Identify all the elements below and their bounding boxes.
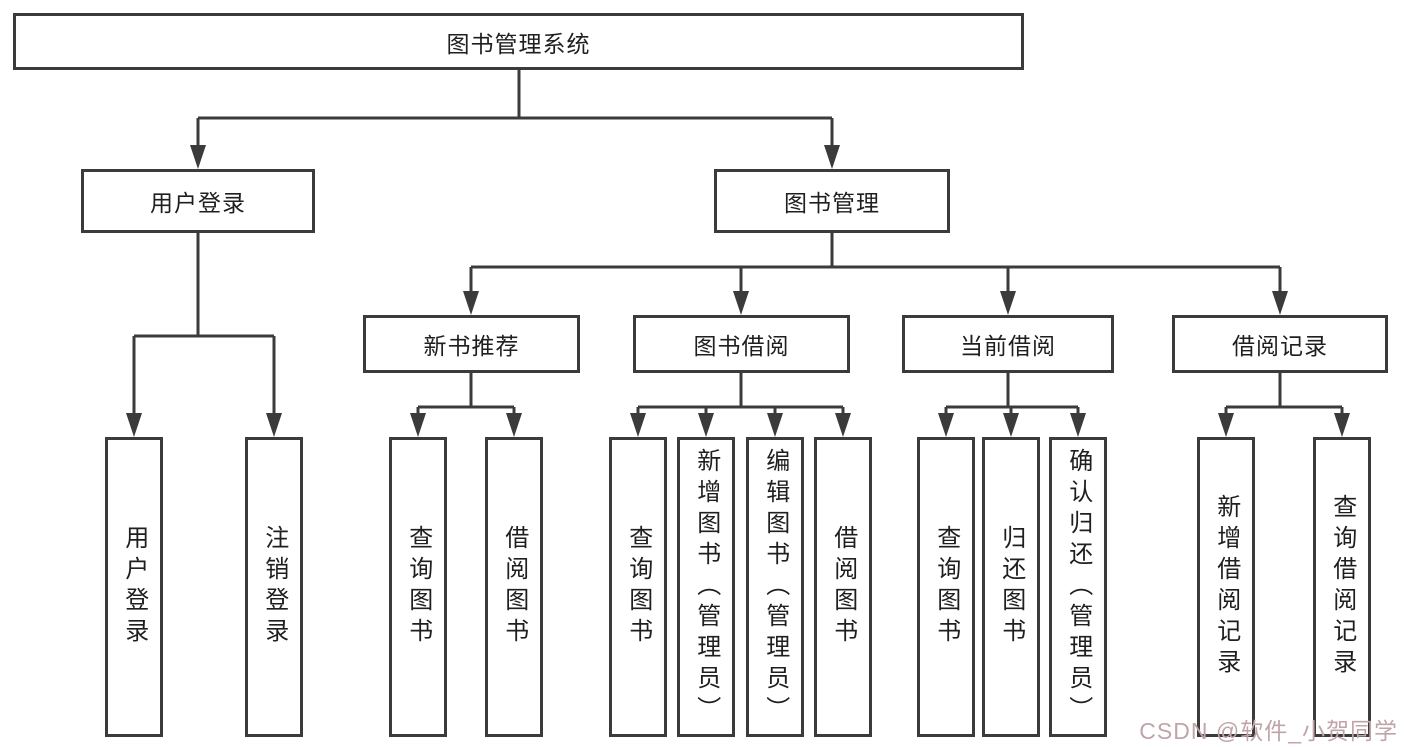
leaf-user-login: 用户登录 [105,437,163,737]
arrowhead [698,413,714,437]
arrowhead [126,413,142,437]
node-label: 查询图书 [932,525,960,649]
leaf-borrowing-query-books: 查询图书 [609,437,667,737]
node-borrowing-records: 借阅记录 [1172,315,1388,373]
leaf-borrowing-edit-books-admin: 编辑图书（管理员） [746,437,804,737]
arrowhead [1003,413,1019,437]
connector-new-book-children [410,373,522,437]
node-label: 图书管理 [784,190,880,216]
arrowhead [1070,413,1086,437]
node-label: 查询借阅记录 [1328,494,1356,680]
arrowhead [1272,291,1288,315]
node-label: 注销登录 [260,525,288,649]
leaf-records-query-borrow-record: 查询借阅记录 [1313,437,1371,737]
leaf-current-confirm-return-admin: 确认归还（管理员） [1049,437,1107,737]
node-label: 借阅图书 [829,525,857,649]
node-label: 归还图书 [997,525,1025,649]
connector-book-borrow-children [630,373,851,437]
node-new-book-recommend: 新书推荐 [363,315,580,373]
arrowhead [733,291,749,315]
leaf-borrowing-borrow-books: 借阅图书 [814,437,872,737]
connector-current-borrow-children [938,373,1086,437]
node-label: 图书管理系统 [446,30,591,57]
arrowhead [835,413,851,437]
node-label: 当前借阅 [960,333,1056,359]
leaf-records-add-borrow-record: 新增借阅记录 [1197,437,1255,737]
arrowhead [630,413,646,437]
node-library-management-system: 图书管理系统 [13,13,1024,70]
connector-book-mgmt-to-level3 [463,233,1288,315]
csdn-watermark: CSDN @软件_小贺同学 [1139,718,1398,744]
arrowhead [1334,413,1350,437]
node-label: 借阅图书 [500,525,528,649]
arrowhead [824,145,840,169]
node-user-login: 用户登录 [81,169,315,233]
node-current-borrowing: 当前借阅 [902,315,1114,373]
arrowhead [410,413,426,437]
leaf-logout-login: 注销登录 [245,437,303,737]
arrowhead [266,413,282,437]
node-label: 用户登录 [120,525,148,649]
node-book-borrowing: 图书借阅 [633,315,850,373]
leaf-newbook-query-books: 查询图书 [389,437,447,737]
node-label: 编辑图书（管理员） [761,447,789,727]
arrowhead [1000,291,1016,315]
connector-borrow-record-children [1218,373,1350,437]
node-label: 查询图书 [404,525,432,649]
node-label: 新增借阅记录 [1212,494,1240,680]
node-book-management: 图书管理 [714,169,950,233]
leaf-borrowing-add-books-admin: 新增图书（管理员） [677,437,735,737]
arrowhead [767,413,783,437]
leaf-current-return-books: 归还图书 [982,437,1040,737]
arrowhead [190,145,206,169]
node-label: 借阅记录 [1232,333,1328,359]
node-label: 确认归还（管理员） [1064,447,1092,727]
connector-user-login-children [126,233,282,437]
arrowhead [463,291,479,315]
node-label: 图书借阅 [693,333,790,359]
node-label: 新书推荐 [423,333,520,359]
node-label: 用户登录 [150,190,246,216]
connector-root-to-level2 [190,70,840,169]
arrowhead [1218,413,1234,437]
node-label: 查询图书 [624,525,652,649]
leaf-newbook-borrow-books: 借阅图书 [485,437,543,737]
leaf-current-query-books: 查询图书 [917,437,975,737]
arrowhead [506,413,522,437]
arrowhead [938,413,954,437]
node-label: 新增图书（管理员） [692,447,720,727]
